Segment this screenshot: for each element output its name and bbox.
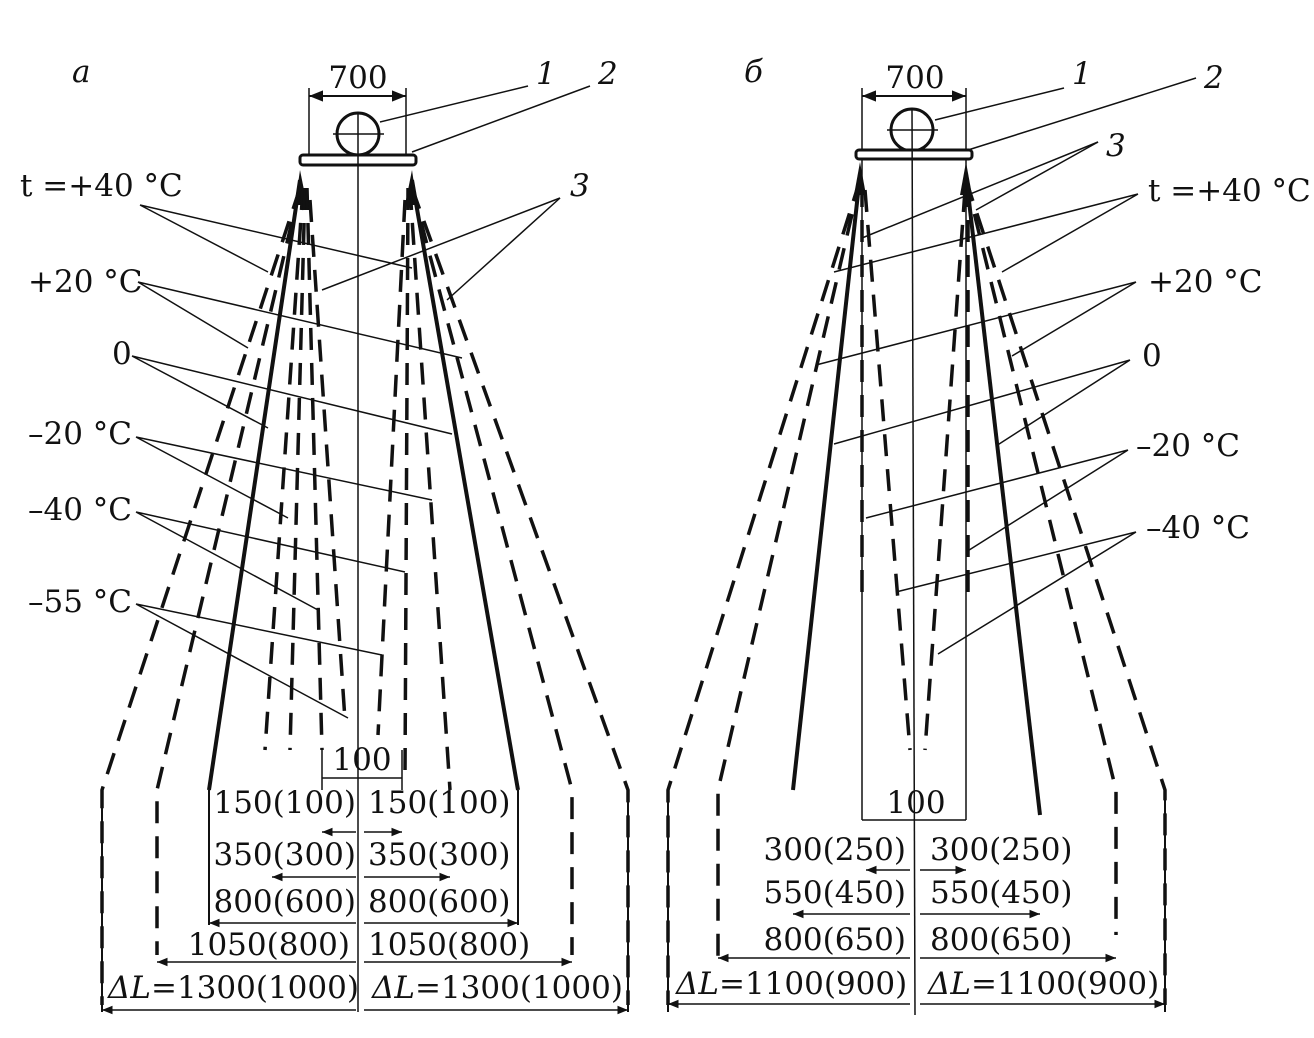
temp-label-minus55: –55 °C xyxy=(28,584,132,620)
callout-1: 1 xyxy=(536,56,556,92)
callout-2-b: 2 xyxy=(1203,60,1224,96)
delta-left-label-b: ΔL=1100(900) xyxy=(675,966,907,1002)
temp-label-plus40: t =+40 °C xyxy=(20,168,183,204)
dim-left-1050: 1050(800) xyxy=(188,927,350,963)
temp-leaders-b xyxy=(815,193,1139,655)
temp-label-minus40-b: –40 °C xyxy=(1146,510,1250,546)
temp-label-minus40: –40 °C xyxy=(28,492,132,528)
leader-2-b xyxy=(967,77,1197,151)
leader-3a-b xyxy=(861,141,1099,239)
callout-2: 2 xyxy=(597,56,618,92)
temp-label-minus20: –20 °C xyxy=(28,416,132,452)
temp-leaders xyxy=(131,204,463,719)
panel-a: а 700 1 2 3 xyxy=(20,54,630,1015)
temp-label-plus40-b: t =+40 °C xyxy=(1148,173,1311,209)
dashed-positions-right xyxy=(376,187,630,1005)
delta-right-label-b: ΔL=1100(900) xyxy=(927,966,1159,1002)
temp-label-zero-b: 0 xyxy=(1142,338,1162,374)
delta-right-label: ΔL=1300(1000) xyxy=(371,970,623,1006)
dim-right-300: 300(250) xyxy=(930,832,1073,868)
dim-right-1050: 1050(800) xyxy=(368,927,530,963)
panel-b: б 700 1 2 3 t xyxy=(666,54,1311,1016)
leader-3a xyxy=(321,197,561,291)
callout-3-b: 3 xyxy=(1106,128,1126,164)
support-beam-b xyxy=(854,148,974,161)
top-width-label-b: 700 xyxy=(885,60,944,96)
dim-left-800-b: 800(650) xyxy=(763,922,906,958)
temp-label-plus20: +20 °C xyxy=(28,264,143,300)
center-axis-b xyxy=(911,107,916,1016)
delta-left-label: ΔL=1300(1000) xyxy=(107,970,359,1006)
leader-3b-b xyxy=(975,141,1099,211)
dim-left-350: 350(300) xyxy=(213,837,356,873)
dim-right-150: 150(100) xyxy=(368,785,511,821)
callout-1-b: 1 xyxy=(1072,56,1092,92)
dim-right-800-b: 800(650) xyxy=(930,922,1073,958)
center-gap-label: 100 xyxy=(332,742,391,778)
leader-3b xyxy=(446,197,561,301)
dashed-positions-left xyxy=(100,187,347,1005)
leader-2 xyxy=(411,85,591,153)
top-width-label: 700 xyxy=(328,60,387,96)
pipe-position-left xyxy=(207,179,302,791)
dim-right-350: 350(300) xyxy=(368,837,511,873)
panel-b-letter: б xyxy=(744,54,764,90)
temp-label-zero: 0 xyxy=(112,336,132,372)
temp-label-plus20-b: +20 °C xyxy=(1148,264,1263,300)
pipe-position-left-b xyxy=(791,174,862,791)
center-gap-label-b: 100 xyxy=(886,785,945,821)
pipe-position-right-b xyxy=(964,174,1042,816)
dim-left-550: 550(450) xyxy=(763,875,906,911)
dim-left-800: 800(600) xyxy=(213,884,356,920)
dim-right-800: 800(600) xyxy=(368,884,511,920)
dim-right-550: 550(450) xyxy=(930,875,1073,911)
panel-a-letter: а xyxy=(72,54,90,90)
temp-label-minus20-b: –20 °C xyxy=(1136,428,1240,464)
callout-3: 3 xyxy=(570,168,590,204)
leader-1 xyxy=(379,85,529,123)
dim-left-150: 150(100) xyxy=(213,785,356,821)
pipe-position-right xyxy=(410,179,520,791)
leader-1-b xyxy=(934,87,1065,121)
dim-left-300: 300(250) xyxy=(763,832,906,868)
